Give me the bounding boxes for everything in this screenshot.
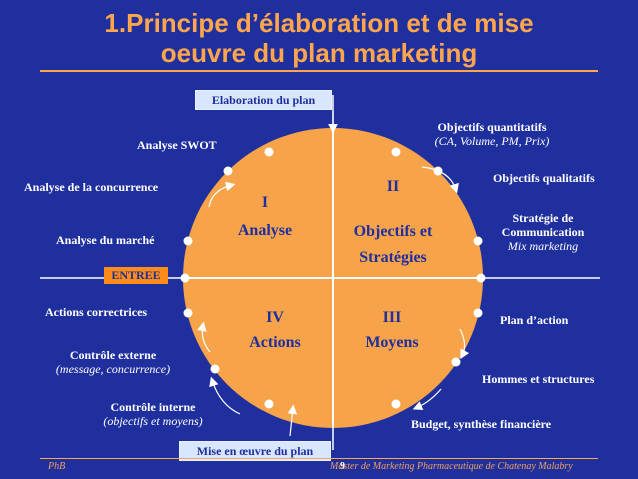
dot [183,308,193,318]
label-objectifs-qualitatifs: Objectifs qualitatifs [493,171,595,185]
dot [391,147,401,157]
title-line-2: oeuvre du plan marketing [160,38,478,68]
label-marche: Analyse du marché [56,233,155,247]
quanti-title: Objectifs quantitatifs [437,120,547,134]
dot [223,166,233,176]
strat-line-1: Stratégie de [512,211,574,225]
dot [451,357,461,367]
arrow-controle [209,376,241,415]
controle-interne-sub: (objectifs et moyens) [103,414,203,428]
label-correctrices: Actions correctrices [45,305,148,319]
controle-interne-title: Contrôle interne [110,400,196,414]
footer-author: PhB [48,461,66,472]
controle-externe-title: Contrôle externe [69,348,157,362]
label-strategie: Stratégie de Communication Mix marketing [488,211,598,253]
elaboration-box: Elaboration du plan [195,90,332,110]
label-budget: Budget, synthèse financière [411,417,552,431]
label-concurrence: Analyse de la concurrence [24,180,159,194]
entree-box: ENTREE [104,267,168,284]
q1-number: I [262,194,268,211]
dot [183,236,193,246]
footer-page-number: 9 [340,461,345,472]
dot [180,273,190,283]
title-line-1: 1.Principe d’élaboration et de mise [104,8,534,38]
label-plan-action: Plan d’action [500,313,569,327]
strat-sub: Mix marketing [507,239,579,253]
q4-number: IV [266,309,284,326]
q3-number: III [383,309,402,326]
dot [473,236,483,246]
label-hommes: Hommes et structures [482,372,595,386]
dot [210,364,220,374]
dot [264,399,274,409]
dot [391,399,401,409]
q4-label: Actions [249,334,301,351]
q2-label-1: Objectifs et [354,223,433,240]
dot [473,308,483,318]
footer-rule [40,458,598,459]
q2-label-2: Stratégies [359,249,427,266]
q1-label: Analyse [238,222,292,239]
label-controle-interne: Contrôle interne (objectifs et moyens) [84,400,222,428]
arrow-analyse [208,181,236,208]
label-objectifs-quantitatifs: Objectifs quantitatifs (CA, Volume, PM, … [412,120,572,148]
title-underline [40,70,598,72]
quanti-sub: (CA, Volume, PM, Prix) [434,134,550,148]
page-title: 1.Principe d’élaboration et de mise oeuv… [0,8,638,68]
controle-externe-sub: (message, concurrence) [55,362,171,376]
circle-dots [180,147,486,409]
label-swot: Analyse SWOT [137,138,217,152]
arrow-budget [412,388,442,411]
mise-en-oeuvre-box: Mise en œuvre du plan [179,441,331,461]
dot [476,273,486,283]
footer-institution: Master de Marketing Pharmaceutique de Ch… [330,461,573,472]
strat-line-2: Communication [501,225,585,239]
arrow-mise-en-oeuvre [287,404,298,437]
label-controle-externe: Contrôle externe (message, concurrence) [34,348,192,376]
q2-number: II [387,178,399,195]
q3-label: Moyens [365,334,418,351]
dot [264,147,274,157]
arrow-moyens [459,328,470,360]
arrow-objectifs [421,166,459,194]
arrow-actions [197,321,211,353]
